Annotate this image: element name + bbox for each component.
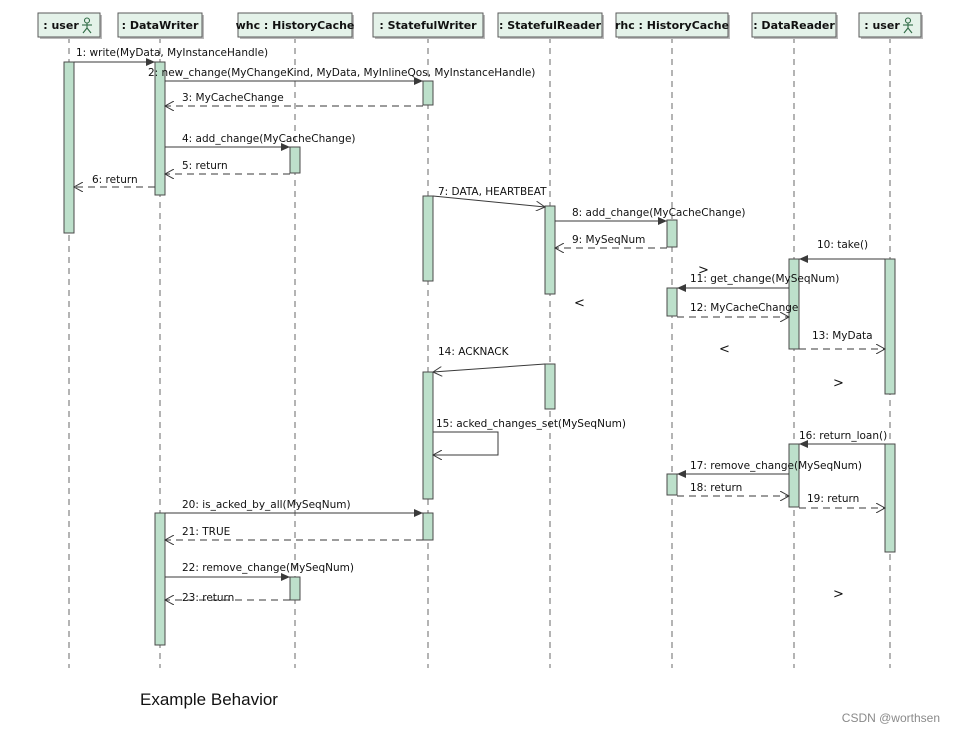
message-label: 4: add_change(MyCacheChange) xyxy=(182,133,356,145)
stray-mark: < xyxy=(574,296,585,311)
activation-bar xyxy=(884,258,896,395)
message-label: 5: return xyxy=(182,160,228,172)
message-14: 14: ACKNACK xyxy=(433,346,546,372)
message-20: 20: is_acked_by_all(MySeqNum) xyxy=(165,499,423,517)
message-label: 7: DATA, HEARTBEAT xyxy=(438,186,547,198)
message-13: 13: MyData xyxy=(799,330,885,349)
stray-mark: > xyxy=(833,587,844,602)
lifeline-label-rhc: rhc : HistoryCache xyxy=(615,19,729,32)
message-22: 22: remove_change(MySeqNum) xyxy=(165,562,354,581)
diagram-caption: Example Behavior xyxy=(140,690,278,709)
activation-bar xyxy=(422,512,434,541)
message-21: 21: TRUE xyxy=(165,526,423,540)
message-6: 6: return xyxy=(74,174,155,187)
stray-mark: > xyxy=(698,263,709,278)
message-label: 17: remove_change(MySeqNum) xyxy=(690,460,862,472)
activation-bar xyxy=(63,61,75,234)
stray-mark: < xyxy=(719,342,730,357)
message-label: 16: return_loan() xyxy=(799,430,887,442)
watermark: CSDN @worthsen xyxy=(841,711,940,725)
lifeline-label-dw: : DataWriter xyxy=(122,19,199,32)
message-23: 23: return xyxy=(165,592,290,604)
message-label: 13: MyData xyxy=(812,330,873,342)
message-label: 6: return xyxy=(92,174,138,186)
activation-bar xyxy=(289,146,301,174)
message-label: 8: add_change(MyCacheChange) xyxy=(572,207,746,219)
message-label: 12: MyCacheChange xyxy=(690,302,798,314)
actor-icon xyxy=(82,17,92,34)
message-16: 16: return_loan() xyxy=(799,430,887,448)
activation-bar xyxy=(666,473,678,496)
message-label: 1: write(MyData, MyInstanceHandle) xyxy=(76,47,268,59)
message-label: 10: take() xyxy=(817,239,868,251)
lifeline-header-dw: : DataWriter xyxy=(117,12,204,39)
message-arrow xyxy=(433,431,499,455)
lifeline-label-user1: : user xyxy=(43,19,79,32)
lifeline-header-dr: : DataReader xyxy=(751,12,838,39)
lifeline-label-sr: : StatefulReader xyxy=(499,19,602,32)
message-9: 9: MySeqNum xyxy=(555,234,667,248)
message-12: 12: MyCacheChange xyxy=(677,302,798,317)
message-15: 15: acked_changes_set(MySeqNum) xyxy=(433,418,626,455)
message-8: 8: add_change(MyCacheChange) xyxy=(555,207,746,225)
activation-bar xyxy=(884,443,896,553)
activation-bar xyxy=(666,287,678,317)
message-17: 17: remove_change(MySeqNum) xyxy=(677,460,862,478)
activation-bar xyxy=(422,371,434,500)
activation-bar xyxy=(422,195,434,282)
activation-bar xyxy=(544,363,556,410)
message-label: 14: ACKNACK xyxy=(438,346,510,358)
lifeline-header-sr: : StatefulReader xyxy=(497,12,604,39)
message-label: 18: return xyxy=(690,482,742,494)
activation-bar xyxy=(788,443,800,508)
message-label: 21: TRUE xyxy=(182,526,230,538)
activation-bar xyxy=(788,258,800,350)
lifeline-label-user2: : user xyxy=(864,19,900,32)
lifeline-header-whc: whc : HistoryCache xyxy=(236,12,355,39)
activation-bar xyxy=(544,205,556,295)
message-10: 10: take() xyxy=(799,239,885,263)
lifeline-header-sw: : StatefulWriter xyxy=(372,12,485,39)
activation-bar xyxy=(422,80,434,106)
lifeline-label-sw: : StatefulWriter xyxy=(379,19,477,32)
message-arrow xyxy=(433,363,546,372)
message-label: 2: new_change(MyChangeKind, MyData, MyIn… xyxy=(148,67,535,79)
lifeline-header-user1: : user xyxy=(37,12,102,39)
message-7: 7: DATA, HEARTBEAT xyxy=(432,186,547,207)
message-18: 18: return xyxy=(677,482,789,496)
activation-bar xyxy=(154,61,166,196)
message-1: 1: write(MyData, MyInstanceHandle) xyxy=(74,47,268,66)
lifeline-header-rhc: rhc : HistoryCache xyxy=(615,12,730,39)
message-label: 3: MyCacheChange xyxy=(182,92,284,104)
lifeline-label-dr: : DataReader xyxy=(753,19,835,32)
message-label: 22: remove_change(MySeqNum) xyxy=(182,562,354,574)
activation-bar xyxy=(289,576,301,601)
message-label: 9: MySeqNum xyxy=(572,234,645,246)
activation-bar xyxy=(154,512,166,646)
message-11: 11: get_change(MySeqNum) xyxy=(677,273,839,292)
message-5: 5: return xyxy=(165,160,290,174)
actor-icon xyxy=(903,17,913,34)
stray-mark: > xyxy=(833,376,844,391)
message-label: 19: return xyxy=(807,493,859,505)
message-label: 11: get_change(MySeqNum) xyxy=(690,273,839,285)
lifeline-label-whc: whc : HistoryCache xyxy=(236,19,355,32)
lifeline-header-user2: : user xyxy=(858,12,923,39)
message-arrow xyxy=(432,195,545,207)
message-label: 23: return xyxy=(182,592,234,604)
activation-bar xyxy=(666,219,678,248)
message-label: 20: is_acked_by_all(MySeqNum) xyxy=(182,499,351,511)
message-2: 2: new_change(MyChangeKind, MyData, MyIn… xyxy=(148,67,535,85)
message-3: 3: MyCacheChange xyxy=(165,92,423,106)
message-4: 4: add_change(MyCacheChange) xyxy=(165,133,356,151)
message-label: 15: acked_changes_set(MySeqNum) xyxy=(436,418,626,430)
message-19: 19: return xyxy=(799,493,885,508)
